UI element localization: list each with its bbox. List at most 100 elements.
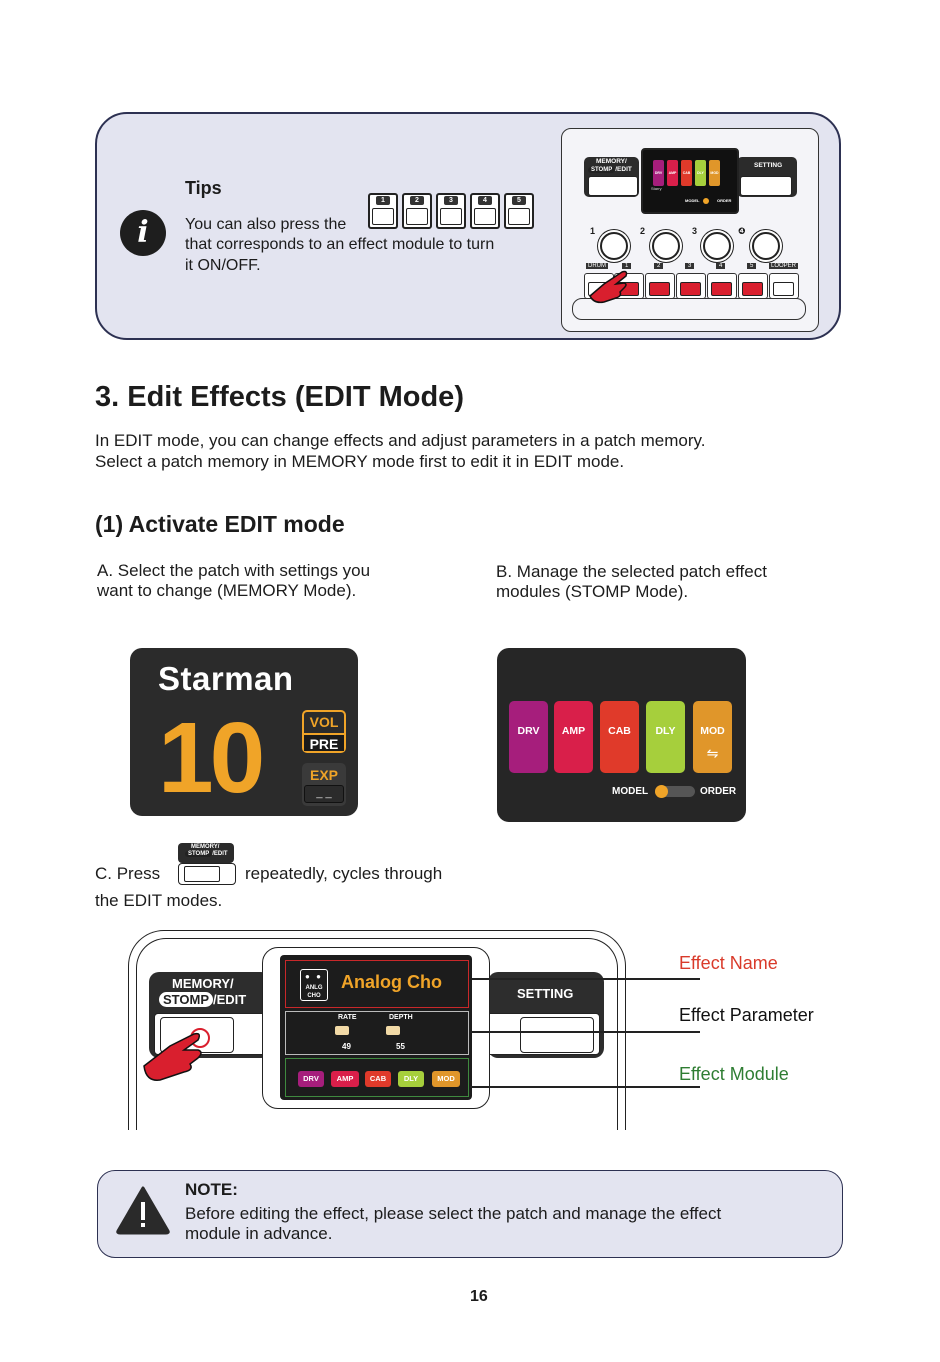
step-c-after: repeatedly, cycles through — [245, 864, 443, 883]
note-line: Before editing the effect, please select… — [185, 1204, 722, 1223]
thumb-module-amp: AMP — [667, 160, 678, 186]
swap-icon: ⇋ — [706, 745, 719, 761]
effect-name-section — [285, 960, 469, 1008]
looper-label: LOOPER — [769, 263, 799, 269]
callout-line-parameter — [470, 1031, 700, 1033]
page-number: 16 — [470, 1288, 488, 1305]
module-chip-mod: MOD — [432, 1071, 460, 1087]
patch-name: Starman — [158, 660, 294, 697]
inline-btn-memory: MEMORY/ — [191, 844, 220, 850]
exp-label: EXP — [309, 767, 338, 783]
callout-effect-parameter: Effect Parameter — [679, 1005, 814, 1025]
knob-icon — [703, 232, 731, 260]
thumb-module-dly: DLY — [695, 160, 706, 186]
thumb-footswitch — [707, 273, 737, 299]
device-outline-inner — [136, 938, 618, 1130]
note-title: NOTE: — [185, 1180, 238, 1199]
hand-pointer-icon — [143, 1028, 210, 1081]
param-value: 55 — [396, 1042, 405, 1051]
knob-icon — [752, 232, 780, 260]
param-label: RATE — [338, 1014, 357, 1021]
thumb-foot-num: 4 — [716, 263, 726, 269]
knob-number: 1 — [590, 226, 596, 236]
thumb-foot-num: 1 — [622, 263, 632, 269]
footswitch-row-icon: 1 2 3 4 5 — [368, 193, 536, 229]
thumb-base — [572, 298, 806, 320]
thumb-footswitch — [769, 273, 799, 299]
module-slot-cab: CAB — [600, 701, 639, 773]
knob-number: ❹ — [738, 226, 746, 236]
footswitch-num: 1 — [376, 196, 390, 205]
effect-name: Analog Cho — [341, 972, 442, 992]
step-a-line: A. Select the patch with settings you — [97, 561, 371, 580]
device-outline — [128, 930, 626, 1130]
tips-text-line3: it ON/OFF. — [185, 257, 261, 274]
thumb-footswitch — [738, 273, 768, 299]
param-value: 49 — [342, 1042, 351, 1051]
effect-module-section — [285, 1058, 469, 1097]
thumb-screen-text: Starry — [651, 186, 662, 191]
knob-icon — [652, 232, 680, 260]
tips-text-line2: that corresponds to an effect module to … — [185, 236, 495, 253]
pre-label: PRE — [304, 733, 344, 752]
thumb-memory-label: MEMORY/ — [596, 158, 627, 165]
param-slider-icon — [386, 1026, 400, 1035]
module-slot-drv: DRV — [509, 701, 548, 773]
thumb-setting-label: SETTING — [754, 162, 783, 169]
thumb-model-label: MODEL — [685, 198, 700, 203]
subsection-heading: (1) Activate EDIT mode — [95, 511, 345, 537]
param-label: DEPTH — [389, 1014, 413, 1021]
thumb-module-mod: MOD — [709, 160, 720, 186]
footswitch-num: 3 — [444, 196, 458, 205]
step-c-press: C. Press — [95, 864, 161, 883]
step-a-text: A. Select the patch with settings you wa… — [97, 561, 370, 601]
thumb-footswitch — [645, 273, 675, 299]
effect-tag-dots: ● ● — [305, 972, 323, 981]
stomp-edit-label: STOMP/EDIT — [159, 992, 246, 1007]
step-c-line2: the EDIT modes. — [95, 891, 223, 910]
module-slot-amp: AMP — [554, 701, 593, 773]
module-chip-drv: DRV — [298, 1071, 324, 1087]
step-b-line: modules (STOMP Mode). — [496, 582, 689, 601]
note-text: Before editing the effect, please select… — [185, 1204, 721, 1244]
thumb-foot-num: 2 — [654, 263, 664, 269]
effect-tag-line: CHO — [307, 993, 321, 999]
thumb-foot-num: 5 — [747, 263, 757, 269]
note-line: module in advance. — [185, 1224, 333, 1243]
vol-label: VOL — [309, 714, 339, 730]
thumb-footswitch — [676, 273, 706, 299]
module-slot-mod: MOD⇋ — [693, 701, 732, 773]
callout-line-module — [470, 1086, 700, 1088]
knob-number: 2 — [640, 226, 646, 236]
effect-parameter-section — [285, 1011, 469, 1055]
tips-text-line1: You can also press the — [185, 216, 347, 233]
module-chip-amp: AMP — [331, 1071, 359, 1087]
intro-text: In EDIT mode, you can change effects and… — [95, 430, 705, 472]
knob-icon — [600, 232, 628, 260]
inline-btn-stomp-edit: STOMP/EDIT — [185, 851, 228, 857]
thumb-module-cab: CAB — [681, 160, 692, 186]
knob-number: 3 — [692, 226, 698, 236]
model-label: MODEL — [612, 786, 649, 797]
callout-line-name — [472, 978, 700, 980]
exp-value: _ _ — [304, 785, 344, 803]
model-order-toggle — [655, 785, 695, 798]
section-heading: 3. Edit Effects (EDIT Mode) — [95, 381, 464, 413]
thumb-memory-button — [588, 176, 638, 196]
order-label: ORDER — [700, 786, 737, 797]
patch-number: 10 — [158, 702, 265, 814]
intro-line: Select a patch memory in MEMORY mode fir… — [95, 452, 625, 471]
warning-icon — [116, 1186, 170, 1235]
thumb-stomp-edit: STOMP/EDIT — [588, 166, 632, 173]
setting-button-pad — [520, 1017, 594, 1053]
module-slot-dly: DLY — [646, 701, 685, 773]
note-box — [97, 1170, 843, 1258]
thumb-footswitch-labels: DRUM 1 2 3 4 5 LOOPER — [584, 263, 799, 273]
module-chip-cab: CAB — [365, 1071, 391, 1087]
thumb-module-drv: DRV — [653, 160, 664, 186]
step-b-line: B. Manage the selected patch effect — [496, 562, 767, 581]
thumb-order-label: ORDER — [717, 198, 732, 203]
thumb-foot-num: 3 — [685, 263, 695, 269]
footswitch-num: 5 — [512, 196, 526, 205]
effect-tag-line: ANLG — [305, 985, 323, 991]
